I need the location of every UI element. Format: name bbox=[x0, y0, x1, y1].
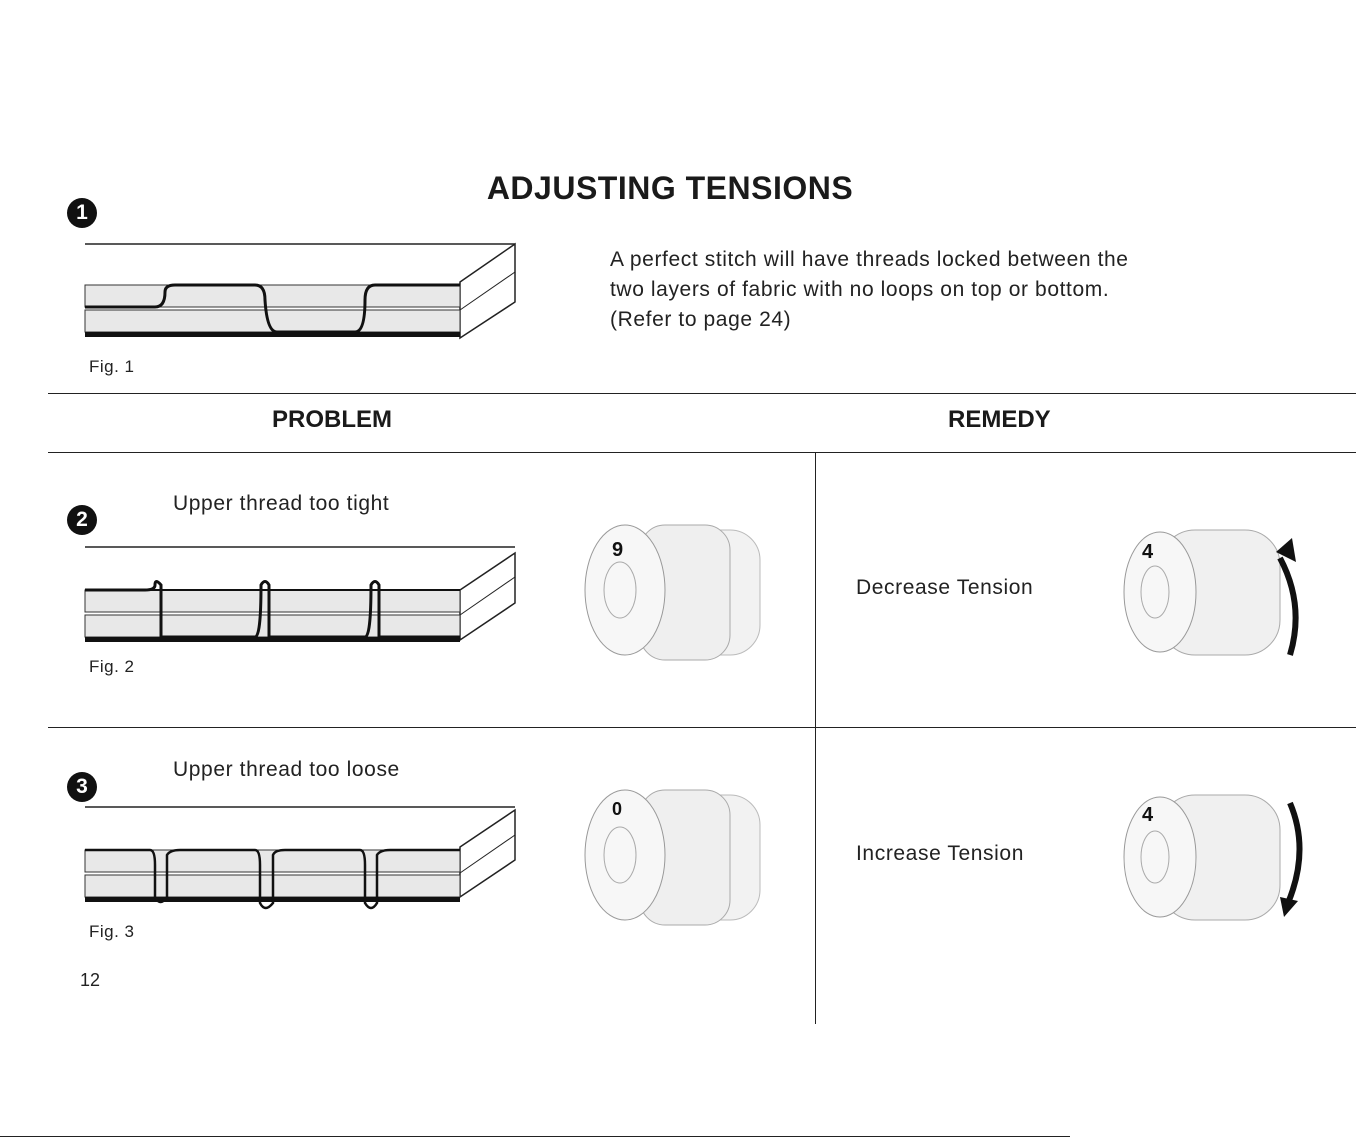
figure-label-3: Fig. 3 bbox=[89, 922, 135, 942]
perfect-stitch-diagram bbox=[85, 240, 525, 340]
intro-paragraph: A perfect stitch will have threads locke… bbox=[610, 245, 1250, 335]
table-column-divider bbox=[815, 452, 816, 1024]
table-header-rule bbox=[48, 452, 1356, 453]
page-title: ADJUSTING TENSIONS bbox=[0, 170, 1340, 207]
page-number: 12 bbox=[80, 970, 100, 991]
intro-line-2: two layers of fabric with no loops on to… bbox=[610, 275, 1250, 305]
remedy-label-increase: Increase Tension bbox=[856, 842, 1024, 866]
loose-stitch-diagram bbox=[85, 805, 525, 920]
tight-stitch-diagram bbox=[85, 545, 525, 645]
intro-line-1: A perfect stitch will have threads locke… bbox=[610, 245, 1250, 275]
dial-number-decrease: 4 bbox=[1142, 541, 1154, 563]
tension-dial-high-icon: 9 bbox=[580, 520, 780, 665]
dial-number-high: 9 bbox=[612, 539, 623, 561]
table-row-rule bbox=[48, 727, 1356, 728]
figure-label-2: Fig. 2 bbox=[89, 657, 135, 677]
problem-header: PROBLEM bbox=[272, 406, 392, 434]
table-top-rule bbox=[48, 393, 1356, 394]
bottom-rule bbox=[0, 1136, 1070, 1137]
dial-number-low: 0 bbox=[612, 799, 622, 819]
figure-label-1: Fig. 1 bbox=[89, 357, 135, 377]
remedy-header: REMEDY bbox=[948, 406, 1051, 434]
remedy-label-decrease: Decrease Tension bbox=[856, 576, 1033, 600]
tension-dial-increase-icon: 4 bbox=[1120, 785, 1320, 930]
dial-number-increase: 4 bbox=[1142, 804, 1154, 826]
problem-label-loose: Upper thread too loose bbox=[173, 758, 400, 782]
problem-label-tight: Upper thread too tight bbox=[173, 492, 389, 516]
step-badge-2: 2 bbox=[67, 505, 97, 535]
intro-line-3: (Refer to page 24) bbox=[610, 305, 1250, 335]
step-badge-3: 3 bbox=[67, 772, 97, 802]
tension-dial-decrease-icon: 4 bbox=[1120, 520, 1320, 665]
step-badge-1: 1 bbox=[67, 198, 97, 228]
tension-dial-low-icon: 0 bbox=[580, 785, 780, 930]
